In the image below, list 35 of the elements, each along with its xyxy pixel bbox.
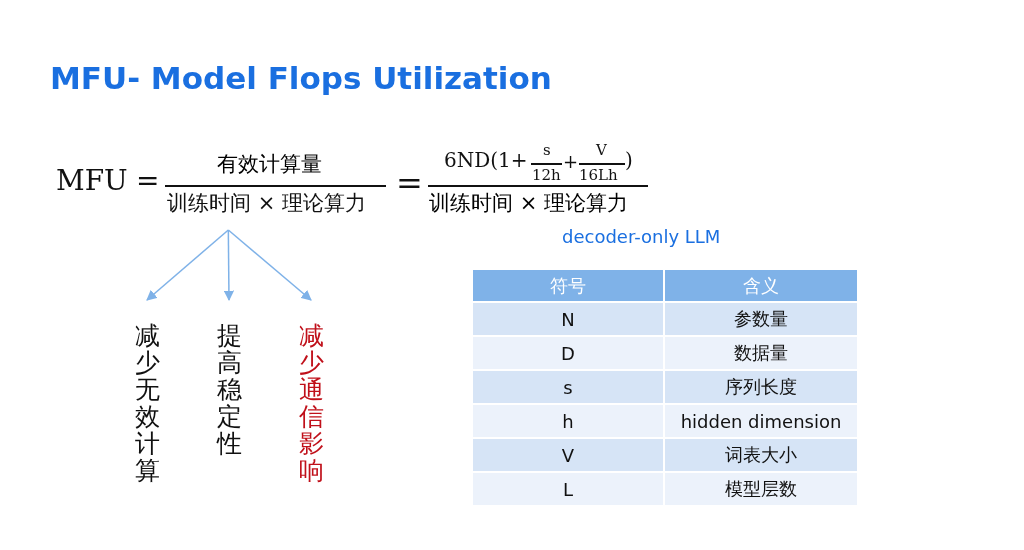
formula-text: V — [596, 141, 607, 159]
arrow — [146, 229, 230, 301]
table-cell: D — [473, 337, 663, 369]
formula-text: 16Lh — [579, 166, 618, 184]
formula-text: = — [396, 164, 423, 202]
table-cell: 数据量 — [665, 337, 857, 369]
arrow — [227, 229, 312, 301]
vertical-text: 减少无效计算 — [133, 322, 161, 484]
formula-text: ) — [625, 148, 633, 172]
formula-text: s — [543, 141, 551, 159]
vertical-text: 提高稳定性 — [215, 322, 243, 457]
formula-text: 12h — [532, 166, 561, 184]
formula-text: 训练时间 × 理论算力 — [167, 189, 366, 217]
formula-text: = — [136, 164, 160, 197]
table-cell: h — [473, 405, 663, 437]
formula-text: 6ND(1+ — [444, 148, 528, 172]
formula-text: 有效计算量 — [217, 151, 322, 178]
table-cell: 参数量 — [665, 303, 857, 335]
table-cell: N — [473, 303, 663, 335]
formula-text: 训练时间 × 理论算力 — [429, 190, 628, 217]
title: MFU- Model Flops Utilization — [50, 60, 552, 96]
table-cell: V — [473, 439, 663, 471]
table-cell: 模型层数 — [665, 473, 857, 505]
table-cell: 序列长度 — [665, 371, 857, 403]
table-cell: 词表大小 — [665, 439, 857, 471]
formula-text: MFU — [56, 164, 128, 197]
table-cell: L — [473, 473, 663, 505]
header-cell: 含义 — [665, 270, 857, 301]
arrow — [223, 229, 235, 302]
header-cell: 符号 — [473, 270, 663, 301]
vertical-text: 减少通信影响 — [297, 322, 325, 484]
table-cell: s — [473, 371, 663, 403]
caption-text: decoder-only LLM — [562, 226, 721, 247]
table-cell: hidden dimension — [665, 405, 857, 437]
formula-text: + — [563, 151, 579, 172]
